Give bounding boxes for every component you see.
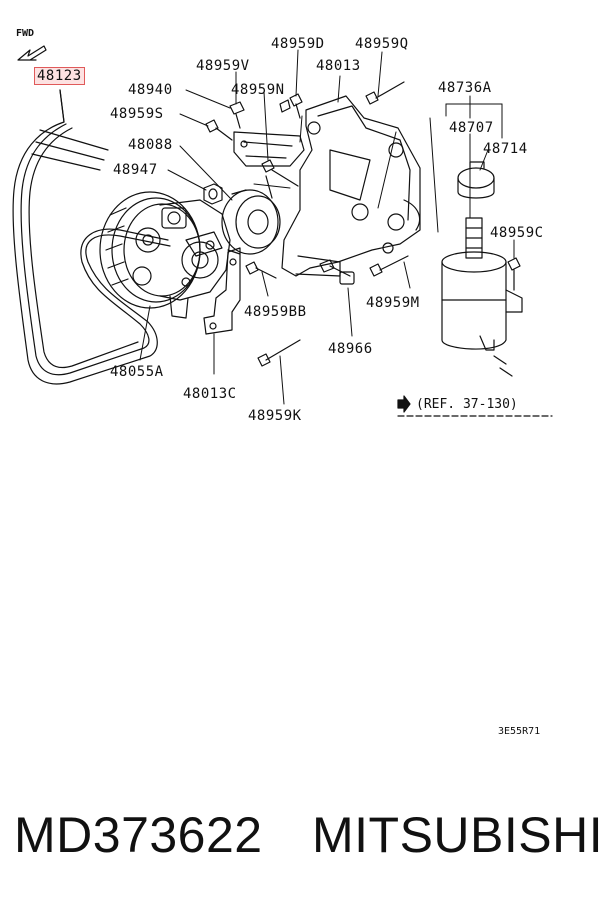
callout-48947[interactable]: 48947 bbox=[113, 162, 158, 178]
bolts-lower bbox=[245, 81, 409, 367]
callout-48959Q[interactable]: 48959Q bbox=[355, 36, 409, 52]
callout-48966[interactable]: 48966 bbox=[328, 341, 373, 357]
callout-48959V[interactable]: 48959V bbox=[196, 58, 250, 74]
callout-48940[interactable]: 48940 bbox=[128, 82, 173, 98]
idler-pulley bbox=[221, 189, 281, 255]
power-steering-exploded-diagram bbox=[12, 45, 553, 417]
callout-48959C[interactable]: 48959C bbox=[490, 225, 544, 241]
brand-name: MITSUBISHI bbox=[312, 807, 600, 863]
callout-48123-highlighted[interactable]: 48123 bbox=[34, 67, 85, 85]
callout-48959BB[interactable]: 48959BB bbox=[244, 304, 307, 320]
callout-48055A[interactable]: 48055A bbox=[110, 364, 164, 380]
callout-48088[interactable]: 48088 bbox=[128, 137, 173, 153]
leader-lines bbox=[139, 49, 515, 405]
reference-arrow-icon bbox=[397, 395, 553, 417]
pump-mount-bracket bbox=[281, 95, 421, 277]
power-steering-pump bbox=[99, 191, 231, 319]
drive-belt bbox=[12, 89, 171, 385]
reference-note: (REF. 37-130) bbox=[398, 397, 518, 412]
part-number: MD373622 bbox=[14, 807, 263, 863]
nut bbox=[203, 183, 223, 205]
callout-48959D[interactable]: 48959D bbox=[271, 36, 325, 52]
callout-48714[interactable]: 48714 bbox=[483, 141, 528, 157]
callout-48707[interactable]: 48707 bbox=[449, 120, 494, 136]
callout-48013C[interactable]: 48013C bbox=[183, 386, 237, 402]
diagram-code: 3E55R71 bbox=[498, 726, 541, 737]
callout-48959K[interactable]: 48959K bbox=[248, 408, 302, 424]
callout-48959S[interactable]: 48959S bbox=[110, 106, 164, 122]
callout-48013[interactable]: 48013 bbox=[316, 58, 361, 74]
pump-bracket bbox=[203, 247, 241, 335]
fwd-arrow-icon bbox=[17, 45, 47, 61]
fwd-label: FWD bbox=[16, 28, 35, 39]
reservoir-cap bbox=[457, 161, 495, 199]
reference-text: (REF. 37-130) bbox=[416, 397, 518, 412]
callout-48959N[interactable]: 48959N bbox=[231, 82, 285, 98]
callout-48736A[interactable]: 48736A bbox=[438, 80, 492, 96]
reservoir-bolt bbox=[507, 257, 521, 291]
callout-48959M[interactable]: 48959M bbox=[366, 295, 420, 311]
reservoir-tank bbox=[441, 217, 523, 377]
bolts-upper bbox=[205, 93, 303, 199]
